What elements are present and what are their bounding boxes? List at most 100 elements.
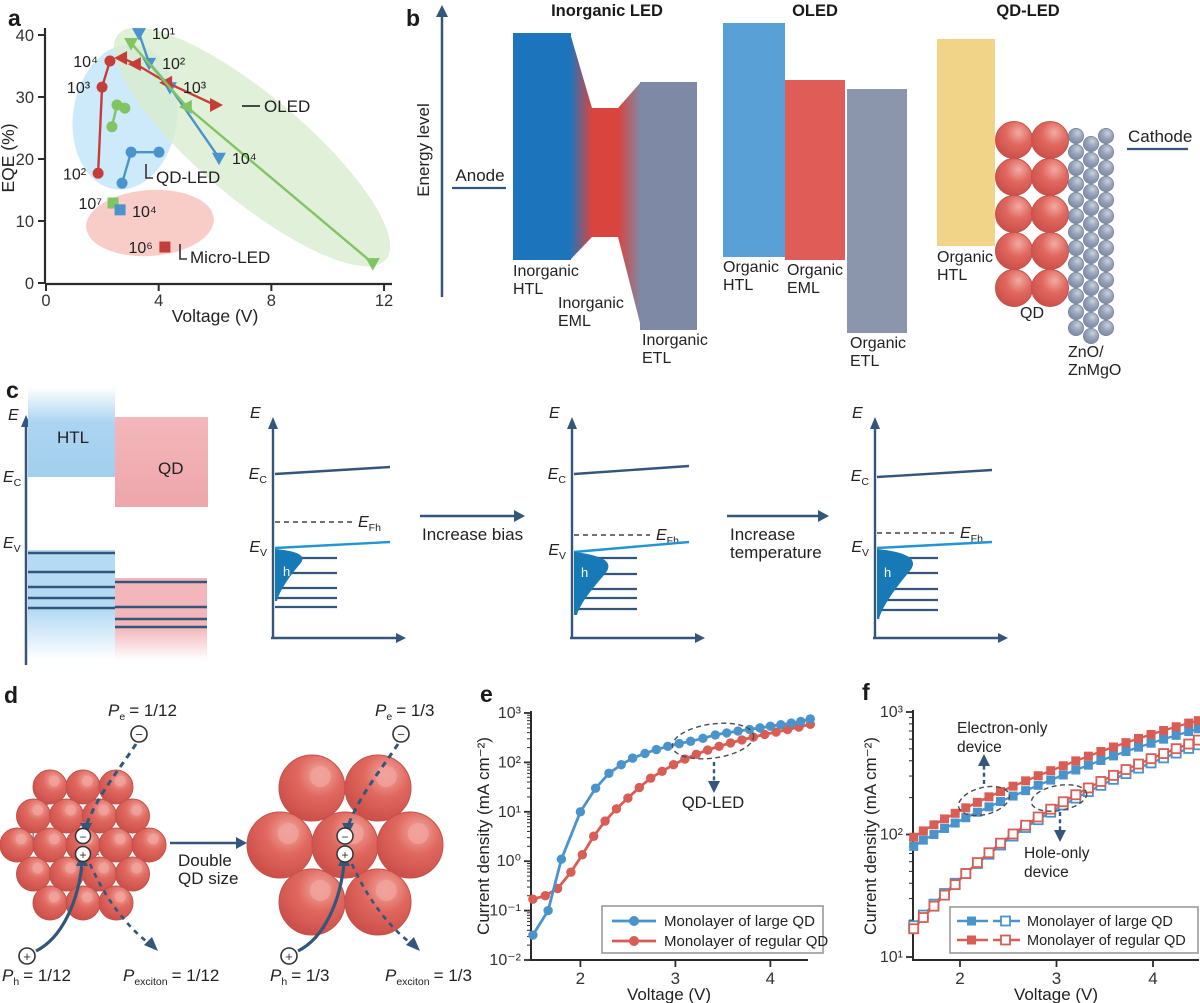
data-point bbox=[1171, 730, 1181, 740]
e-y-tick-label: 10⁻¹ bbox=[489, 903, 521, 920]
double-qd-size-arrowhead-icon bbox=[236, 837, 247, 849]
data-point bbox=[972, 807, 982, 817]
c-pink-energy-levels bbox=[115, 580, 207, 629]
qd-sphere bbox=[995, 158, 1033, 196]
data-point bbox=[646, 773, 656, 783]
data-point bbox=[543, 905, 553, 916]
inorganic-eml-label: Inorganic bbox=[558, 295, 624, 312]
sphere-highlight-icon bbox=[48, 891, 60, 903]
sphere-highlight-icon bbox=[131, 862, 143, 874]
a-region-label: Micro-LED bbox=[190, 248, 270, 267]
data-point bbox=[909, 832, 919, 842]
c3-hole-label: h bbox=[884, 565, 891, 580]
inorganic-htl-block bbox=[513, 33, 571, 260]
data-point bbox=[96, 81, 108, 93]
sphere-highlight-icon bbox=[81, 775, 93, 787]
data-point bbox=[929, 830, 939, 839]
zno-sphere bbox=[1068, 303, 1085, 320]
qd-sphere bbox=[16, 798, 51, 834]
data-point bbox=[771, 727, 781, 737]
zno-sphere bbox=[1083, 215, 1100, 232]
a-y-axis-label: EQE (%) bbox=[0, 123, 18, 192]
zno-sphere bbox=[1068, 143, 1085, 160]
qd-sphere bbox=[1031, 269, 1069, 307]
panel-letter-d: d bbox=[4, 682, 18, 708]
sphere-highlight-icon bbox=[131, 804, 143, 816]
f-hole-ellipse bbox=[1030, 784, 1088, 812]
qd-sphere bbox=[82, 856, 117, 892]
electron-path-right bbox=[346, 743, 400, 827]
sphere-highlight-icon bbox=[375, 879, 397, 902]
electron-path-left bbox=[84, 743, 138, 827]
f-hole-arrowhead-icon bbox=[1054, 830, 1066, 842]
data-point bbox=[1070, 789, 1082, 801]
zno-sphere bbox=[1083, 263, 1100, 280]
zno-sphere bbox=[1098, 255, 1115, 272]
c-E-label: E bbox=[8, 407, 19, 424]
data-point bbox=[996, 796, 1006, 806]
data-point bbox=[623, 793, 633, 803]
c2-Ev-label: EV bbox=[548, 542, 566, 562]
sphere-highlight-icon bbox=[81, 891, 93, 903]
c3-haxis-arrowhead-icon bbox=[998, 633, 1008, 643]
qd-label: QD bbox=[1020, 305, 1044, 322]
a-y-tick-label: 30 bbox=[16, 89, 34, 107]
a-x-tick-label: 4 bbox=[154, 292, 163, 310]
data-point bbox=[733, 726, 743, 736]
qd-sphere bbox=[115, 798, 150, 834]
qd-sphere bbox=[344, 868, 412, 936]
data-point bbox=[765, 721, 776, 731]
zno-sphere bbox=[1098, 239, 1115, 256]
qdled-htl-label-2: HTL bbox=[937, 267, 967, 284]
a-x-tick-label: 8 bbox=[267, 292, 276, 310]
data-point bbox=[1159, 734, 1169, 744]
a-point-label: 10⁴ bbox=[73, 54, 98, 71]
data-point bbox=[760, 729, 770, 740]
a-point-label: 10² bbox=[162, 56, 186, 73]
zno-sphere bbox=[1068, 255, 1085, 272]
data-point bbox=[1121, 746, 1131, 756]
data-point bbox=[1021, 786, 1031, 796]
c1-E-label: E bbox=[250, 405, 261, 422]
data-point bbox=[950, 818, 960, 828]
data-point bbox=[1083, 751, 1093, 761]
zno-sphere bbox=[1098, 175, 1115, 192]
e-legend-box bbox=[601, 905, 824, 954]
ph-left-label: Ph= 1/12 bbox=[2, 966, 71, 988]
a-point-label: 10⁷ bbox=[78, 196, 102, 213]
center-hole-left-icon bbox=[74, 845, 92, 863]
c1-vaxis-arrowhead-icon bbox=[268, 417, 278, 429]
data-point bbox=[1032, 811, 1044, 823]
data-point bbox=[663, 741, 673, 751]
c-diagram-1: E EC EV EFh h bbox=[249, 405, 406, 643]
a-point-label: 10⁴ bbox=[232, 151, 257, 168]
zno-sphere bbox=[1068, 319, 1085, 336]
increase-bias-label: Increase bias bbox=[422, 525, 523, 544]
data-point bbox=[908, 923, 920, 935]
data-point bbox=[575, 807, 586, 817]
legend-label: Monolayer of large QD bbox=[1027, 914, 1173, 930]
increase-temperature-label: Increase bbox=[730, 525, 795, 544]
sphere-highlight-icon bbox=[309, 879, 331, 902]
data-point bbox=[796, 716, 806, 727]
electron-symbol-left-icon bbox=[130, 725, 148, 743]
qd-sphere bbox=[995, 269, 1033, 307]
qdled-htl-block bbox=[937, 39, 995, 246]
data-point bbox=[365, 258, 380, 271]
c2-haxis-arrowhead-icon bbox=[695, 633, 705, 643]
f-x-tick-label: 2 bbox=[955, 969, 964, 988]
c-qd-label: QD bbox=[158, 459, 184, 478]
data-point bbox=[107, 197, 119, 209]
data-point bbox=[1145, 753, 1157, 765]
data-point bbox=[929, 820, 939, 830]
exciton-arrowhead-right-icon bbox=[406, 937, 420, 951]
c-diagram-3: E EC EV EFh h bbox=[851, 405, 1008, 643]
legend-marker-icon bbox=[629, 936, 639, 946]
f-electron-ellipse bbox=[957, 785, 1011, 817]
f-series bbox=[909, 716, 1200, 842]
data-point bbox=[805, 714, 815, 724]
exciton-path-right bbox=[350, 863, 413, 946]
c2-valence-band-line bbox=[573, 540, 690, 554]
sphere-highlight-icon bbox=[15, 833, 27, 845]
